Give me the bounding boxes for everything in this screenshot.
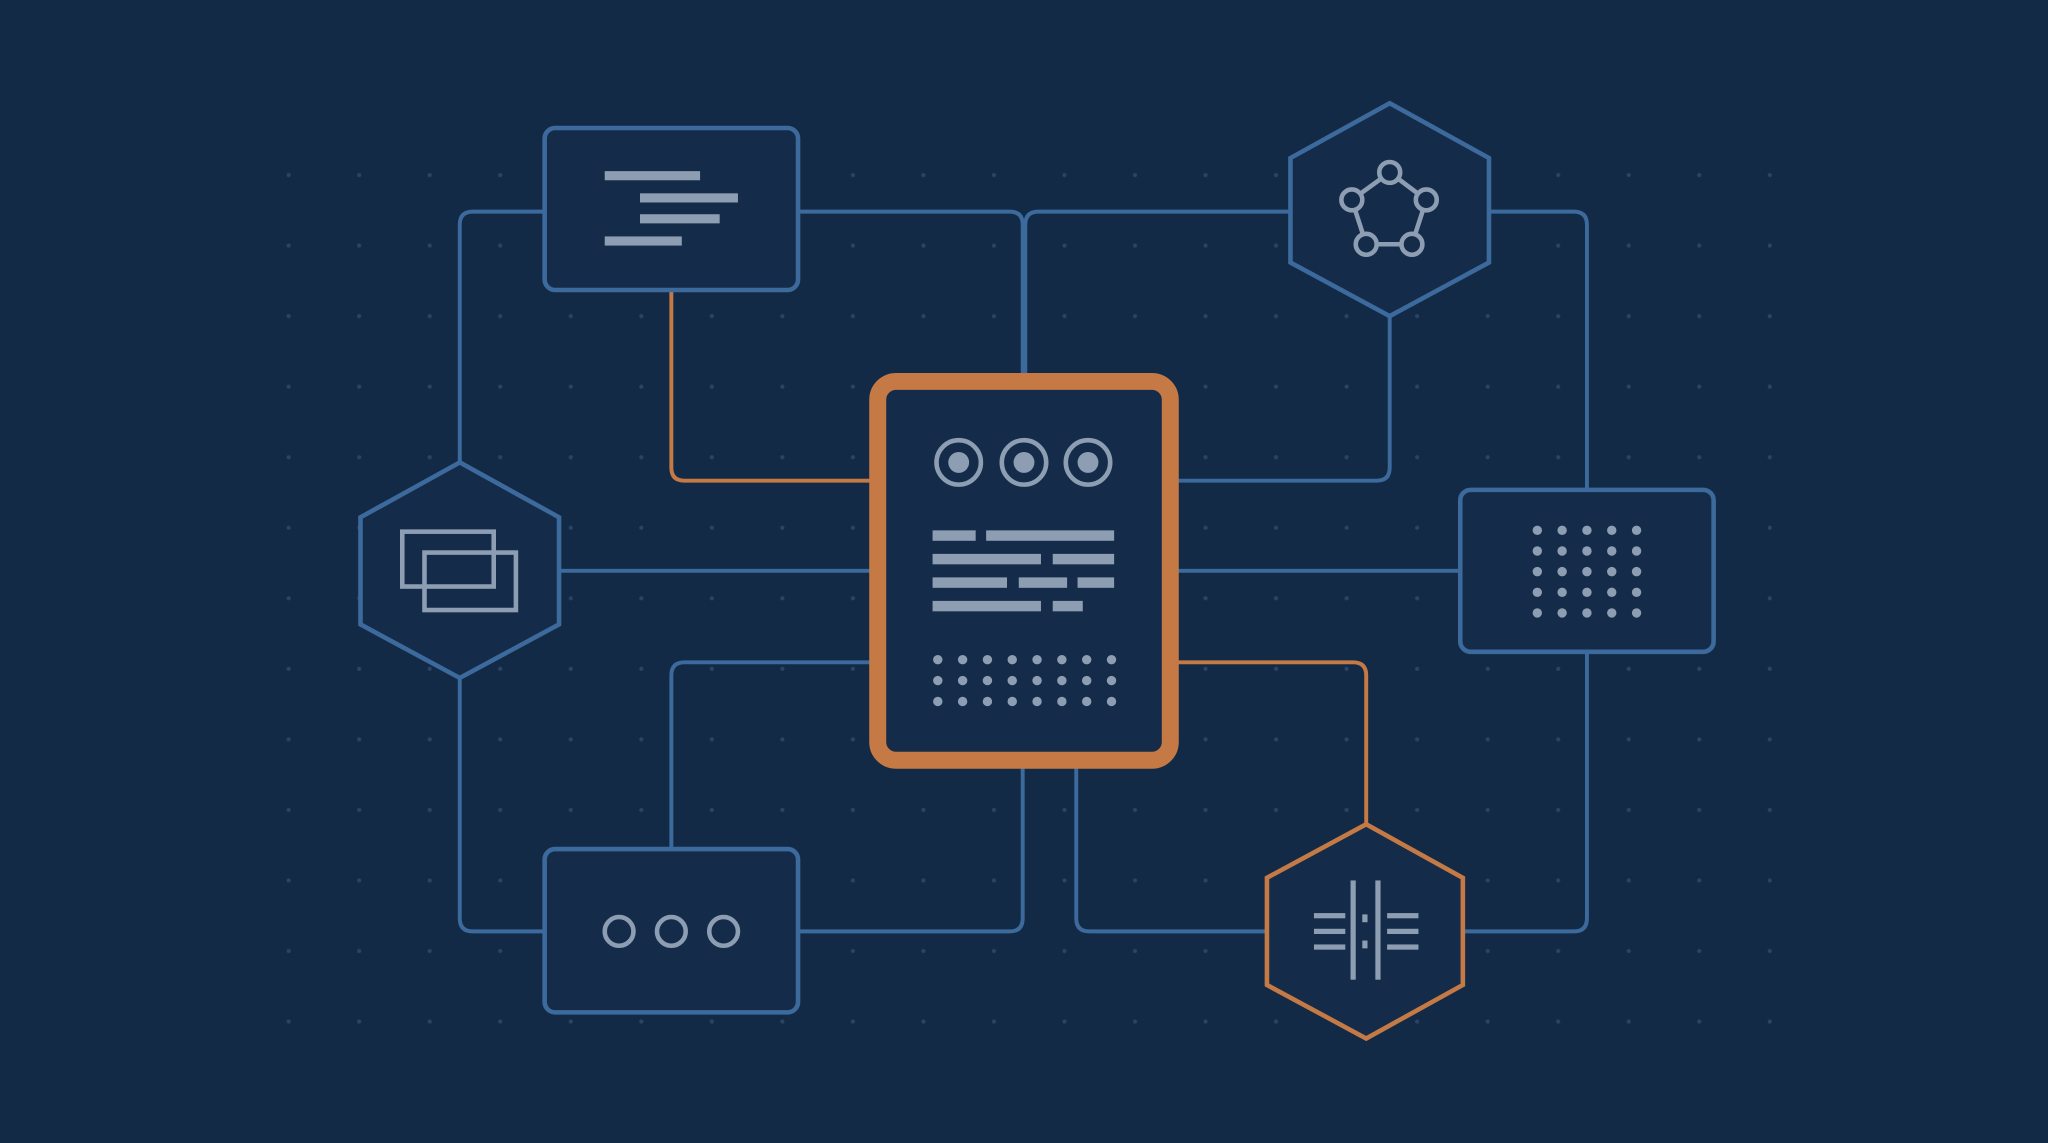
dot: [1032, 675, 1042, 686]
dot: [1532, 608, 1543, 618]
dot: [982, 675, 993, 686]
dot: [1007, 696, 1017, 707]
connector: [1023, 209, 1291, 377]
text-lines-node[interactable]: [542, 125, 801, 293]
dot: [1557, 546, 1567, 556]
connectors: [457, 209, 1589, 934]
connector: [798, 209, 1025, 377]
text-bars: [932, 530, 1115, 612]
dot: [1081, 675, 1092, 686]
dot: [1582, 546, 1592, 556]
connector: [1488, 209, 1589, 490]
dot: [982, 654, 993, 665]
connector: [1462, 651, 1589, 934]
dot: [1557, 525, 1567, 536]
dot: [1582, 525, 1592, 536]
document-panel-icon: [932, 437, 1117, 707]
dot: [1007, 654, 1017, 665]
dot: [1032, 696, 1042, 707]
dot-grid-node[interactable]: [1457, 487, 1716, 655]
dot: [1631, 608, 1642, 618]
dot: [1557, 566, 1567, 577]
dot: [933, 696, 943, 707]
connector: [457, 209, 545, 463]
central-document-node[interactable]: [869, 372, 1179, 769]
dot: [1582, 566, 1592, 577]
dot-matrix: [933, 654, 1117, 707]
connector: [457, 677, 545, 934]
connector-highlight: [1175, 660, 1369, 825]
dot: [1057, 696, 1067, 707]
dot: [1106, 654, 1117, 665]
dot: [1607, 587, 1617, 597]
connector-highlight: [669, 289, 873, 483]
dot: [933, 654, 943, 665]
three-circles-node[interactable]: [542, 846, 801, 1015]
dot: [1007, 675, 1017, 686]
radio-circles: [934, 437, 1113, 487]
dot: [933, 675, 943, 686]
dot: [957, 654, 968, 665]
network-graph-icon: [1339, 159, 1440, 258]
connector: [798, 765, 1025, 934]
network-node[interactable]: [1288, 100, 1492, 319]
dot: [982, 696, 993, 707]
dot: [1532, 546, 1543, 556]
dot: [1032, 654, 1042, 665]
layers-node[interactable]: [358, 459, 562, 681]
connector: [669, 660, 873, 850]
connector: [1175, 316, 1392, 483]
dot: [1607, 546, 1617, 556]
dot: [1532, 566, 1543, 577]
dot: [1532, 525, 1543, 536]
dot: [1106, 675, 1117, 686]
dot: [1057, 675, 1067, 686]
grid-lines-node[interactable]: [1264, 821, 1466, 1042]
stacked-windows-icon: [399, 529, 519, 613]
dot: [1631, 546, 1642, 556]
dot: [1057, 654, 1067, 665]
grid-lines-icon: [1313, 880, 1419, 980]
dot: [1631, 587, 1642, 597]
dot: [1631, 525, 1642, 536]
dot: [957, 696, 968, 707]
dot: [1081, 654, 1092, 665]
dot: [1607, 608, 1617, 618]
dot: [1081, 696, 1092, 707]
dot: [1607, 525, 1617, 536]
dot: [1106, 696, 1117, 707]
dot: [1631, 566, 1642, 577]
text-lines-icon: [604, 171, 738, 246]
dot: [957, 675, 968, 686]
dot: [1557, 608, 1567, 618]
dot: [1582, 587, 1592, 597]
dot: [1557, 587, 1567, 597]
connector: [1074, 765, 1270, 934]
three-circles-icon: [602, 914, 741, 949]
dot-grid-icon: [1532, 525, 1642, 618]
dot: [1532, 587, 1543, 597]
dot: [1582, 608, 1592, 618]
dot: [1607, 566, 1617, 577]
